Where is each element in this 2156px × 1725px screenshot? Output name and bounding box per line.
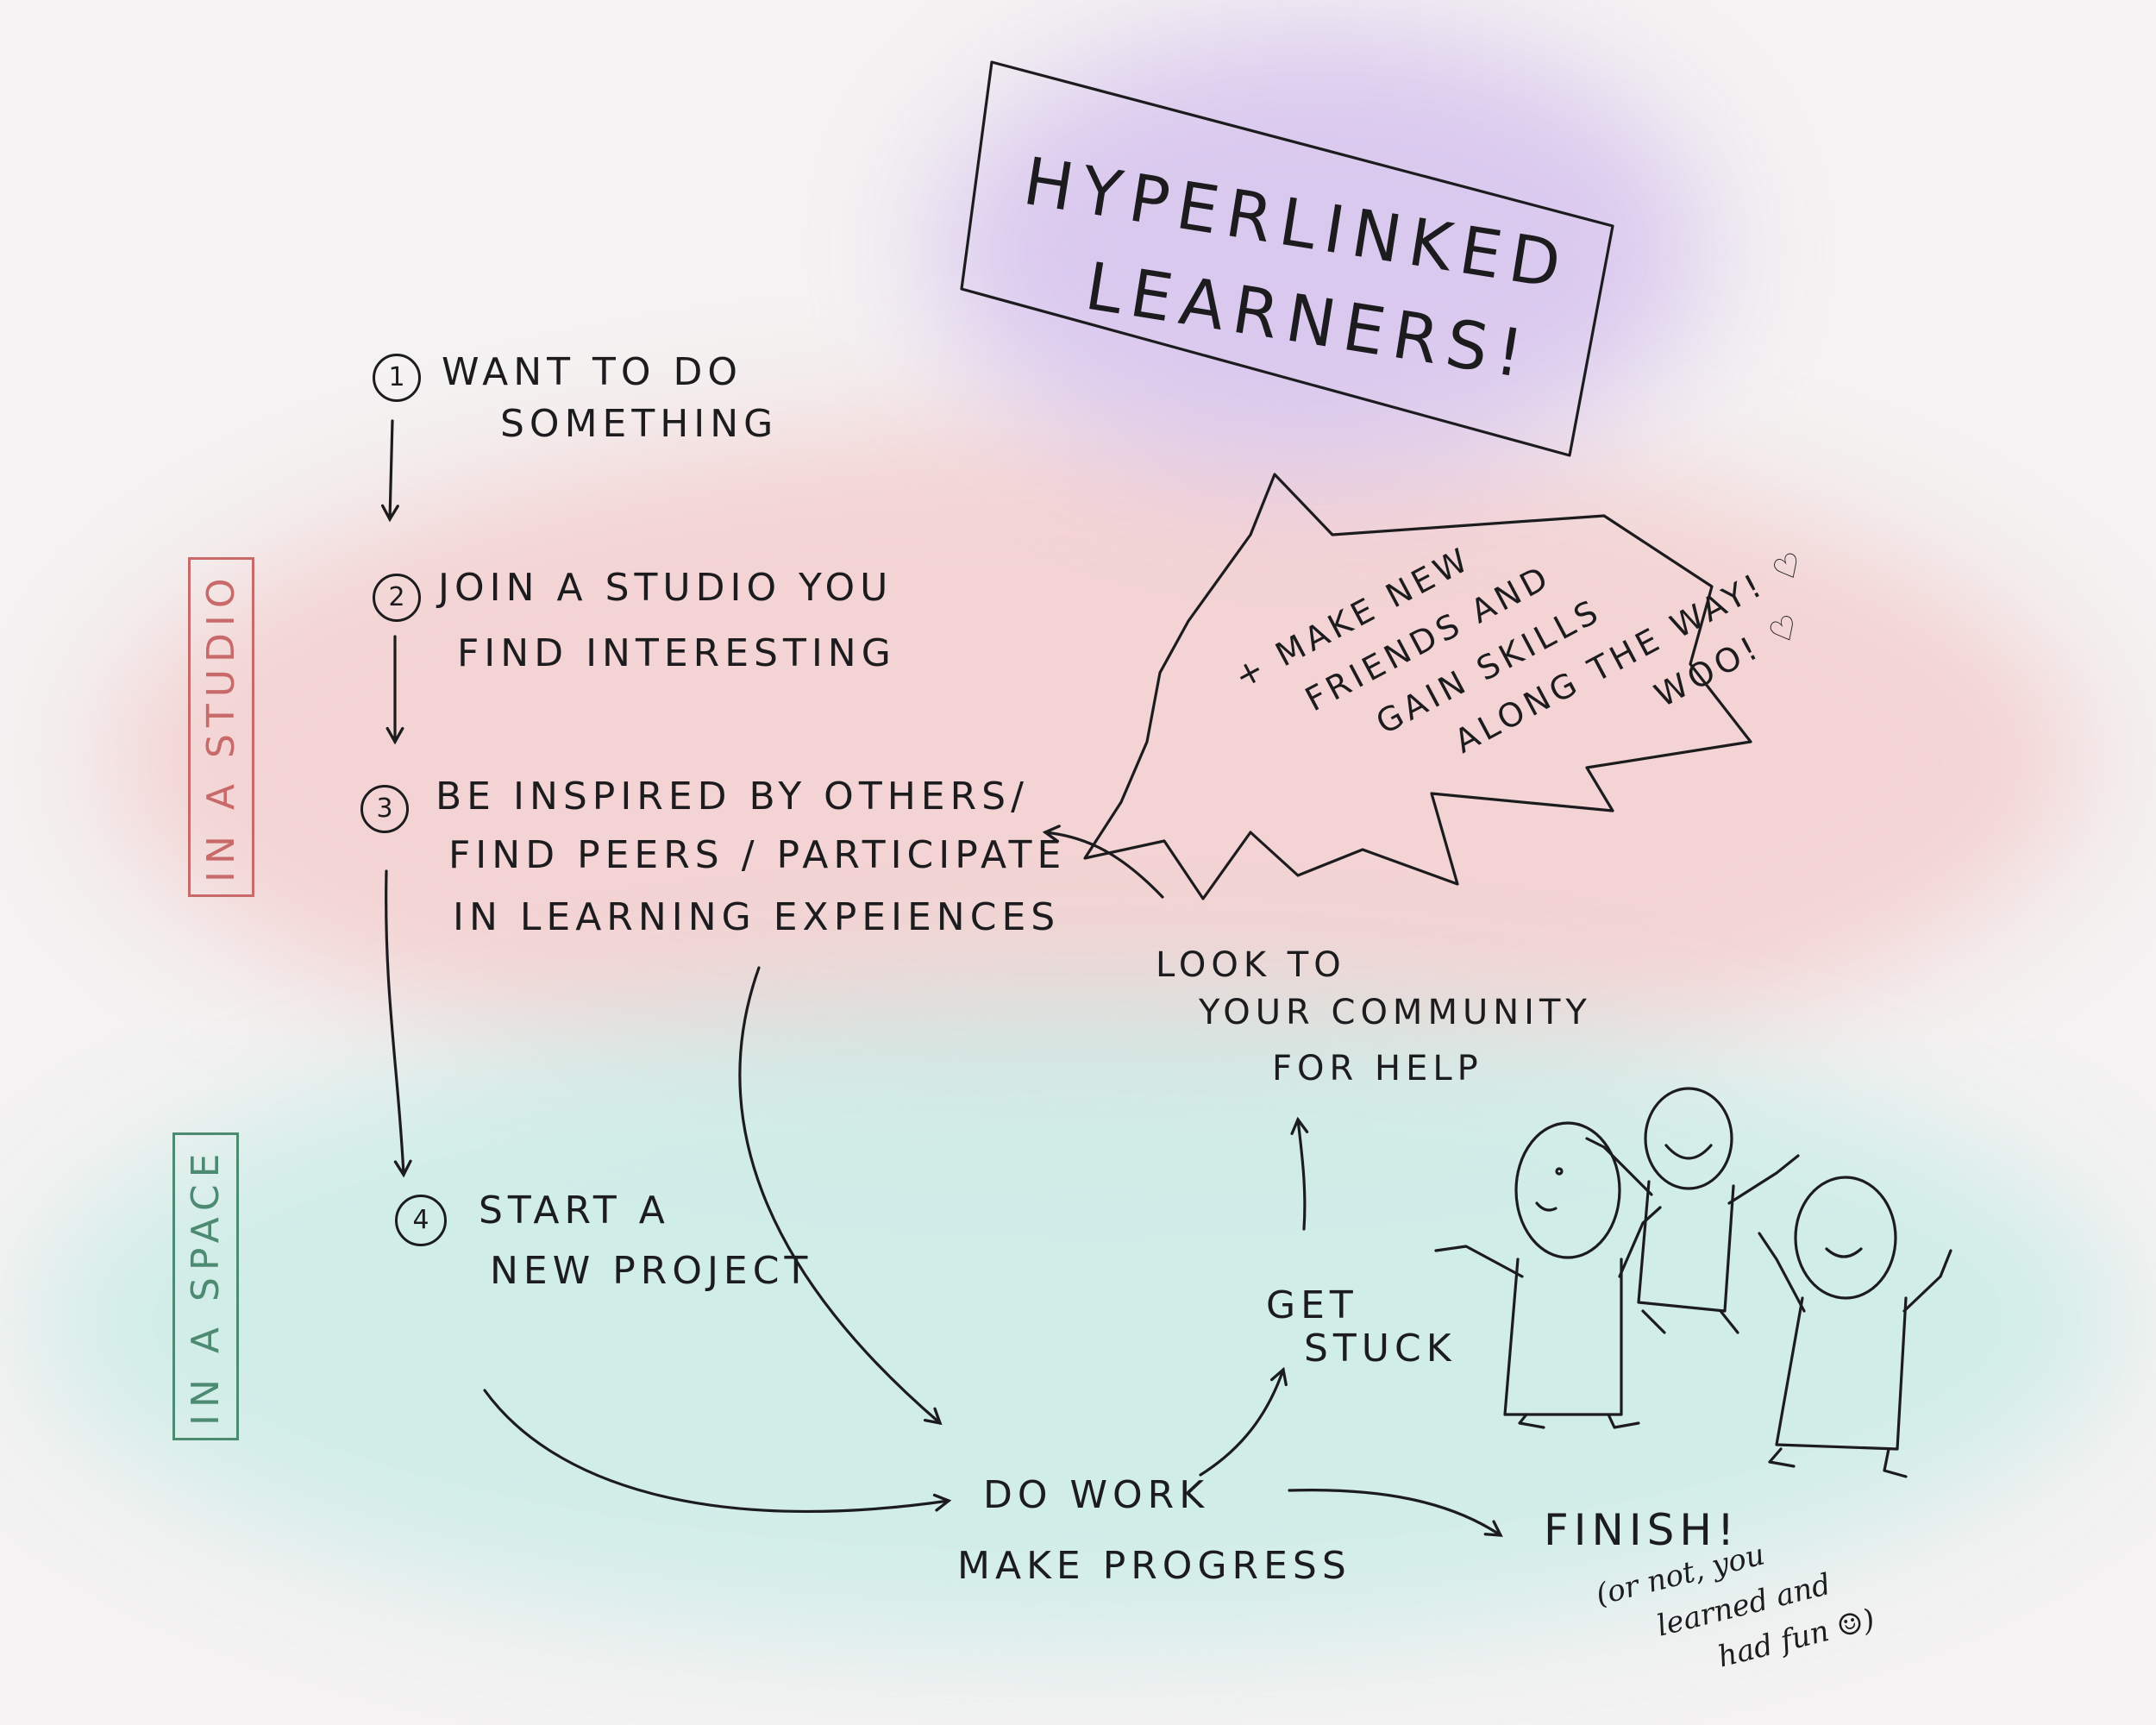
- arrow-4-to-work: [483, 1389, 952, 1514]
- arrow-1-to-2: [380, 419, 399, 523]
- work-line-2: MAKE PROGRESS: [957, 1544, 1351, 1588]
- section-label-studio: IN A STUDIO: [188, 556, 254, 897]
- step-1-line-1: WANT TO DO: [442, 350, 743, 394]
- arrow-stuck-to-community: [1290, 1116, 1309, 1231]
- arrow-community-to-3: [1042, 825, 1164, 899]
- burst-outline: [1083, 473, 1752, 900]
- arrow-3-to-4: [385, 869, 412, 1178]
- finish-label: FINISH!: [1544, 1505, 1740, 1555]
- step-3-line-1: BE INSPIRED BY OTHERS/: [436, 775, 1029, 819]
- space-wash: [34, 992, 2122, 1647]
- arrow-work-to-stuck: [1199, 1366, 1288, 1477]
- step-4-line-1: START A: [479, 1189, 670, 1233]
- step-2-line-1: JOIN A STUDIO YOU: [438, 566, 893, 610]
- studio-wash: [103, 414, 2087, 1104]
- step-number-2: 2: [373, 574, 421, 622]
- cheering-figure-right: [1758, 1176, 1952, 1478]
- step-number-4: 4: [395, 1195, 447, 1246]
- title-wash: [931, 26, 1708, 474]
- step-3-line-3: IN LEARNING EXPEIENCES: [453, 895, 1061, 939]
- cheering-figure-left: [1434, 1121, 1662, 1429]
- cheering-figure-middle: [1585, 1087, 1800, 1334]
- step-3-line-2: FIND PEERS / PARTICIPATE: [448, 833, 1067, 877]
- community-line-3: FOR HELP: [1272, 1049, 1483, 1088]
- step-number-3: 3: [360, 785, 409, 833]
- step-4-line-2: NEW PROJECT: [490, 1249, 813, 1293]
- step-1-line-2: SOMETHING: [500, 402, 779, 446]
- step-2-line-2: FIND INTERESTING: [457, 631, 896, 675]
- community-line-1: LOOK TO: [1156, 945, 1346, 985]
- arrow-3-to-work: [738, 966, 943, 1426]
- title-box: [960, 60, 1614, 457]
- step-number-1: 1: [373, 354, 421, 402]
- work-line-1: DO WORK: [983, 1473, 1210, 1517]
- community-line-2: YOUR COMMUNITY: [1199, 993, 1592, 1032]
- section-label-space: IN A SPACE: [172, 1132, 239, 1440]
- arrow-work-to-finish: [1288, 1489, 1503, 1537]
- stuck-line-2: STUCK: [1304, 1327, 1457, 1371]
- stuck-line-1: GET: [1266, 1283, 1358, 1327]
